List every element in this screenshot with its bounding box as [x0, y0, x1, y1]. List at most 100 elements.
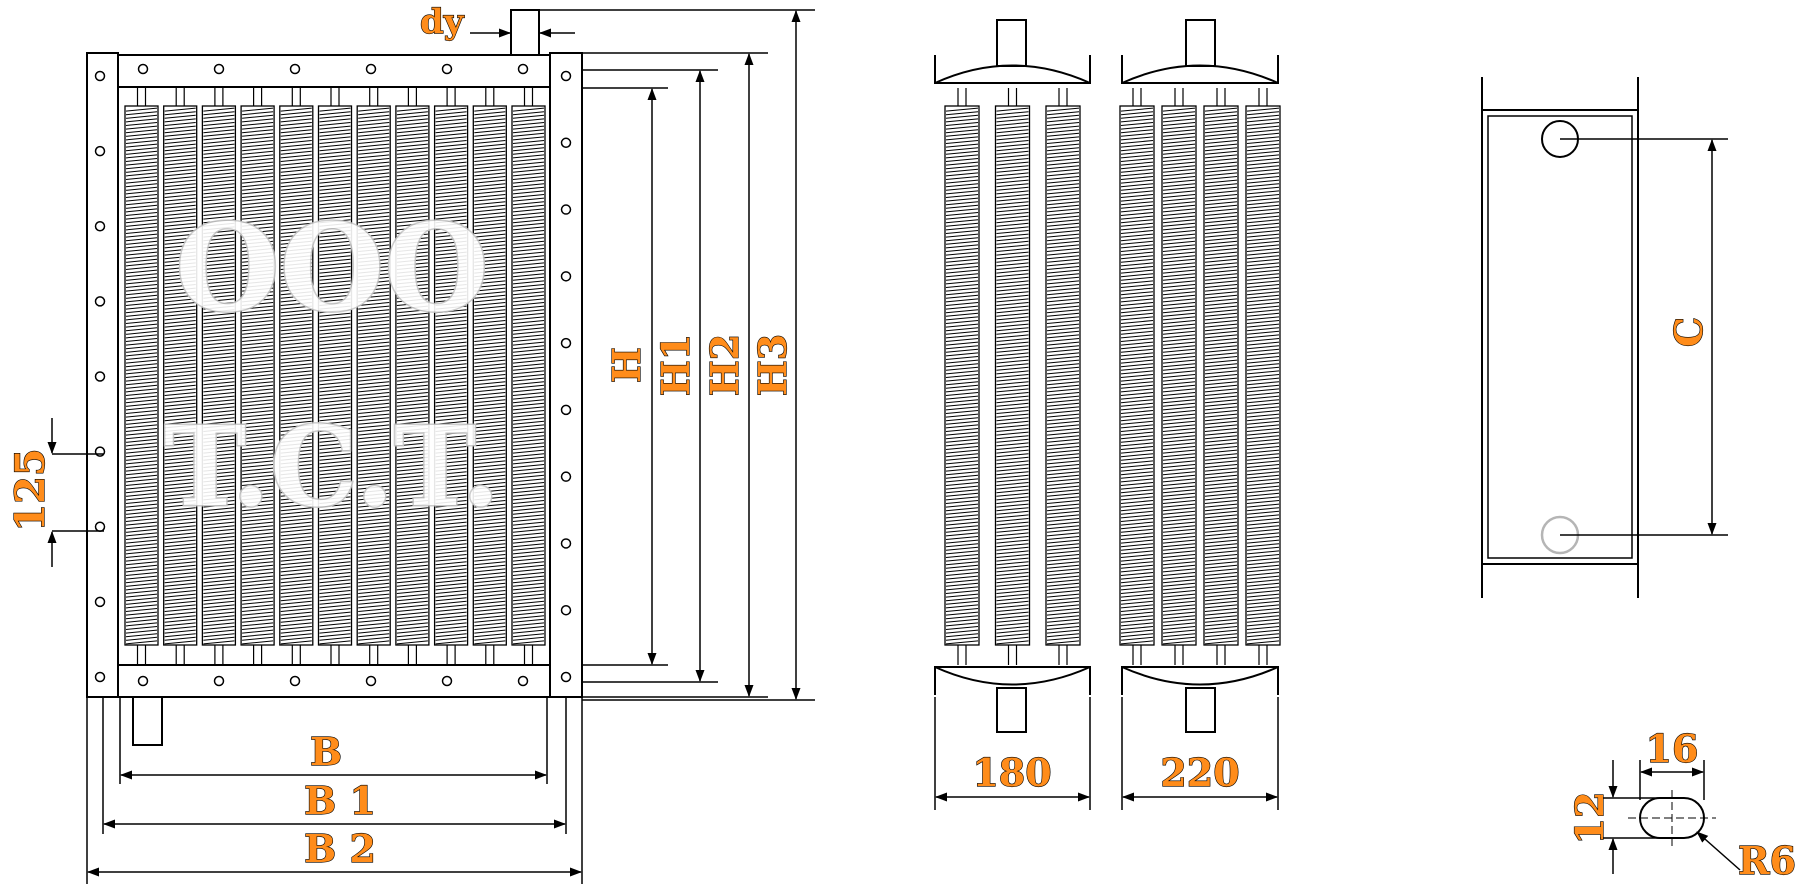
header-hole — [137, 63, 149, 75]
slot-detail: 16 12 R6 — [1566, 725, 1796, 883]
finned-tube — [163, 105, 198, 646]
flange-hole — [560, 137, 572, 149]
right-flange-plate — [549, 52, 583, 698]
side-180-bottom-flange — [934, 666, 1091, 695]
outlet-pipe — [132, 696, 163, 746]
finned-tube — [511, 105, 546, 646]
finned-tube — [279, 105, 314, 646]
finned-tube — [317, 105, 353, 646]
finned-tube — [356, 105, 391, 646]
header-hole — [517, 675, 529, 687]
label-220: 220 — [1160, 750, 1239, 795]
top-header-holes — [137, 63, 529, 75]
side-220-top-pipe — [1185, 19, 1216, 67]
watermark: OOO T.C.T. — [163, 197, 502, 533]
side-180-bottom-cap — [934, 666, 1091, 686]
label-dy: dy — [420, 2, 465, 42]
label-B1: B 1 — [304, 778, 376, 823]
side-finned-tube — [1245, 105, 1281, 646]
right-flange-holes — [560, 70, 572, 683]
label-H3: H3 — [750, 334, 795, 396]
label-slot-height: 12 — [1567, 792, 1612, 845]
bottom-header-holes — [137, 675, 529, 687]
finned-tube — [240, 105, 275, 646]
label-C: C — [1666, 317, 1711, 347]
flange-hole — [560, 404, 572, 416]
header-hole — [137, 675, 149, 687]
flange-hole — [560, 70, 572, 82]
flange-hole — [94, 671, 106, 683]
side-finned-tube — [994, 105, 1031, 646]
flange-plate-outer — [1481, 109, 1639, 565]
flange-hole — [94, 446, 106, 457]
bottom-header — [117, 664, 551, 698]
flange-hole — [94, 296, 106, 307]
flange-hole — [560, 604, 572, 616]
header-hole — [441, 63, 453, 75]
header-hole — [365, 675, 377, 687]
header-hole — [213, 675, 225, 687]
side-220-top-cap — [1121, 64, 1279, 84]
flange-hole — [94, 145, 106, 157]
flange-hole — [94, 70, 106, 82]
side-view-220: 220 — [1121, 19, 1279, 810]
flange-hole — [560, 271, 572, 282]
watermark-line1: OOO — [175, 198, 489, 339]
label-pitch: 125 — [7, 448, 54, 532]
side-view-180: 180 — [934, 19, 1091, 810]
finned-tube — [395, 105, 430, 646]
header-hole — [441, 675, 453, 687]
flange-hole — [94, 521, 106, 532]
label-slot-width: 16 — [1646, 726, 1699, 771]
flange-hole — [560, 538, 572, 549]
side-220-top-flange — [1121, 55, 1279, 84]
top-header — [117, 54, 551, 88]
flange-hole — [560, 337, 572, 349]
flange-hole — [94, 371, 106, 382]
label-H1: H1 — [653, 334, 698, 396]
side-finned-tube — [1119, 105, 1155, 646]
flange-hole — [560, 471, 572, 482]
label-B2: B 2 — [304, 826, 376, 871]
side-180-top-cap — [934, 64, 1091, 84]
left-flange-holes — [94, 70, 106, 683]
front-view: dy 125 H H1 H2 H3 B — [6, 1, 815, 884]
finned-tube — [124, 105, 159, 646]
flange-hole — [560, 671, 572, 683]
side-220-bottom-cap — [1121, 666, 1279, 686]
label-B: B — [310, 729, 342, 774]
flange-hole — [94, 221, 106, 232]
side-180-top-flange — [934, 55, 1091, 84]
header-hole — [289, 675, 301, 687]
finned-tube — [433, 105, 469, 646]
label-H: H — [604, 347, 649, 383]
inlet-pipe — [510, 9, 540, 56]
side-finned-tube — [1203, 105, 1239, 646]
label-180: 180 — [972, 750, 1051, 795]
finned-tube — [201, 105, 237, 646]
side-finned-tube — [1045, 105, 1081, 646]
flange-hole — [560, 204, 572, 215]
side-finned-tube — [1161, 105, 1197, 646]
side-views: 180 220 — [934, 19, 1281, 810]
watermark-line2: T.C.T. — [164, 402, 500, 531]
side-180-top-pipe — [996, 19, 1027, 67]
header-hole — [289, 63, 301, 75]
label-H2: H2 — [702, 334, 747, 396]
side-finned-tube — [944, 105, 980, 646]
header-hole — [365, 63, 377, 75]
flange-plate-inner — [1487, 115, 1633, 559]
side-180-bottom-pipe — [996, 687, 1027, 733]
finned-tube — [472, 105, 507, 646]
header-hole — [517, 63, 529, 75]
side-220-bottom-pipe — [1185, 687, 1216, 733]
slot-radius-leader — [1696, 831, 1741, 871]
header-hole — [213, 63, 225, 75]
label-slot-radius: R6 — [1738, 838, 1796, 883]
side-view-tubes — [944, 88, 1281, 665]
side-220-bottom-flange — [1121, 666, 1279, 695]
flange-view: C — [1481, 77, 1728, 598]
flange-hole — [94, 596, 106, 608]
finned-tubes — [124, 88, 546, 665]
